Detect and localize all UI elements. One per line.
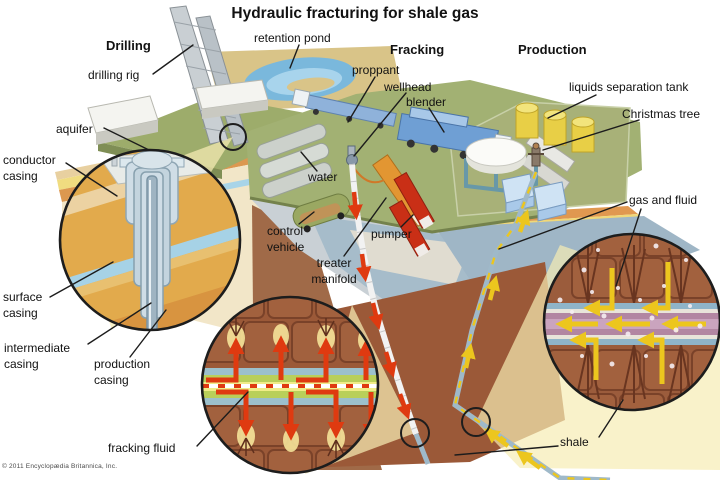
- fracking-well: [347, 163, 431, 465]
- callout-gas-tip: [461, 407, 491, 437]
- section-drilling: Drilling: [106, 38, 151, 53]
- label-intermediate-casing: intermediate casing: [4, 341, 71, 372]
- callout-fracking-tip: [400, 418, 430, 448]
- gas-flow-arrows: [460, 209, 542, 470]
- label-production-casing: production casing: [94, 357, 151, 388]
- production-equipment: [464, 102, 595, 222]
- gas-fluid-inset: [542, 232, 720, 412]
- label-shale: shale: [560, 435, 589, 449]
- label-wellhead: wellhead: [384, 80, 432, 94]
- copyright-notice: © 2011 Encyclopædia Britannica, Inc.: [2, 463, 118, 470]
- label-water: water: [308, 170, 338, 184]
- label-surface-casing: surface casing: [3, 290, 43, 321]
- wellhead: [346, 145, 385, 184]
- leader-lines: [49, 44, 642, 456]
- label-control-vehicle: control vehicle: [267, 224, 305, 255]
- label-christmas-tree: Christmas tree: [622, 107, 701, 121]
- label-pumper: pumper: [371, 227, 412, 241]
- pumper-trucks: [388, 171, 435, 258]
- water-tankers: [256, 123, 332, 198]
- drilling-rig: [87, 5, 269, 147]
- proppant-truck: [291, 88, 397, 129]
- production-well: [452, 171, 611, 480]
- control-vehicle: [292, 193, 351, 233]
- liquids-separation-tanks: [515, 102, 595, 153]
- christmas-tree: [528, 142, 544, 167]
- label-fracking-fluid: fracking fluid: [108, 441, 176, 455]
- label-gas-and-fluid: gas and fluid: [629, 193, 698, 207]
- label-blender: blender: [406, 95, 447, 109]
- label-conductor-casing: conductor casing: [3, 153, 56, 184]
- round-tank: [465, 137, 527, 174]
- label-treater-manifold: treater manifold: [311, 256, 357, 287]
- label-proppant: proppant: [352, 63, 400, 77]
- label-liquids-separation-tank: liquids separation tank: [569, 80, 689, 94]
- callout-circles: [219, 123, 491, 448]
- section-fracking: Fracking: [390, 42, 445, 57]
- label-retention-pond: retention pond: [254, 31, 331, 45]
- label-drilling-rig: drilling rig: [88, 68, 140, 82]
- label-aquifer: aquifer: [56, 122, 93, 136]
- section-production: Production: [518, 42, 587, 57]
- gas-bubbles: [557, 243, 703, 369]
- callout-rig-base: [219, 123, 247, 151]
- diagram-title: Hydraulic fracturing for shale gas: [231, 5, 479, 22]
